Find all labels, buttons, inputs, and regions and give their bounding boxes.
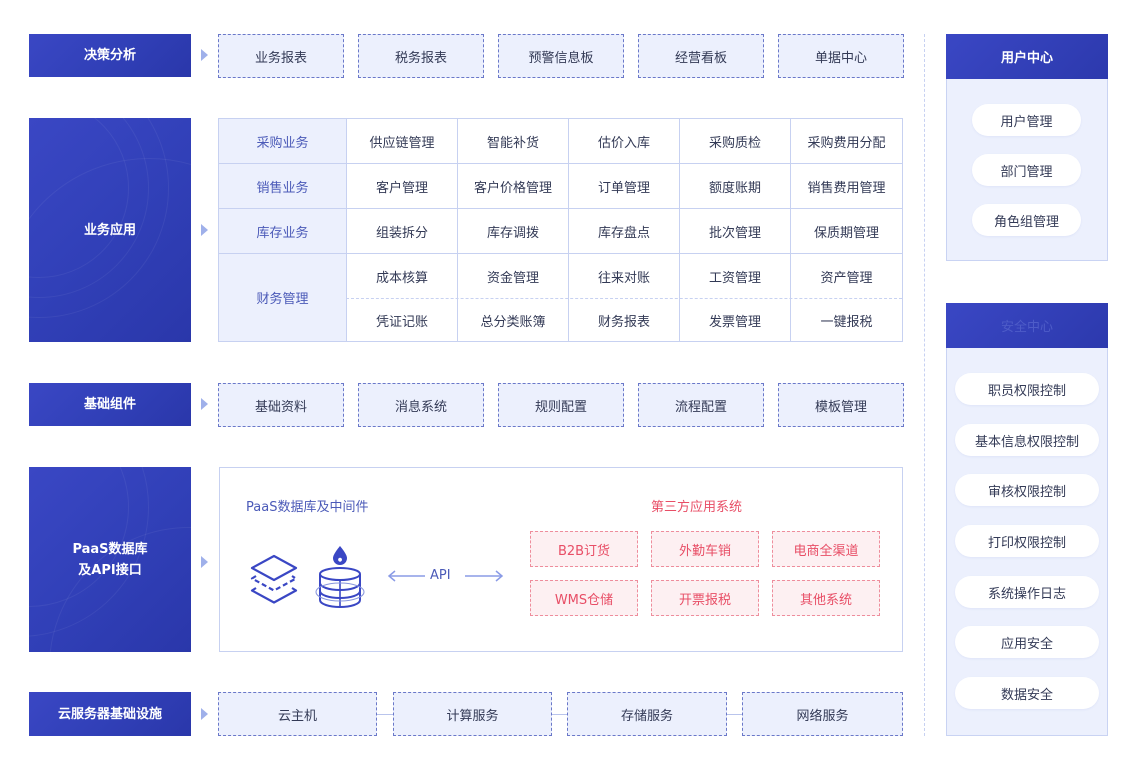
grid-cell[interactable]: 采购质检 [708, 135, 761, 151]
security-center-panel [946, 303, 1108, 736]
decision-analysis-title: 决策分析 [83, 48, 136, 63]
grid-cell[interactable]: 智能补货 [486, 135, 539, 151]
security-audit-permission[interactable]: 审核权限控制 [955, 474, 1099, 506]
group-label-sales[interactable]: 销售业务 [219, 164, 346, 208]
group-label-inventory[interactable]: 库存业务 [219, 209, 346, 253]
paas-title-line1: PaaS数据库 [72, 541, 148, 557]
security-staff-permission[interactable]: 职员权限控制 [955, 373, 1099, 405]
base-components-block: 基础组件 [29, 383, 191, 426]
paas-block: PaaS数据库 及API接口 [29, 467, 191, 652]
base-item-template-manage[interactable]: 模板管理 [778, 383, 904, 427]
cloud-item-storage[interactable]: 存储服务 [567, 692, 727, 736]
arrow-right-icon [201, 556, 208, 568]
paas-db-title: PaaS数据库及中间件 [246, 500, 369, 515]
cloud-item-network[interactable]: 网络服务 [742, 692, 903, 736]
business-app-grid: 采购业务 销售业务 库存业务 财务管理 供应链管理 智能补货 估价入库 采购质检… [218, 118, 903, 342]
grid-cell[interactable]: 资金管理 [486, 270, 539, 286]
user-center-dept-manage[interactable]: 部门管理 [972, 154, 1081, 186]
third-party-invoice-tax[interactable]: 开票报税 [651, 580, 759, 616]
security-basic-info-permission[interactable]: 基本信息权限控制 [955, 424, 1099, 456]
group-label-purchase[interactable]: 采购业务 [219, 119, 346, 163]
grid-cell[interactable]: 采购费用分配 [807, 135, 886, 151]
base-item-message-system[interactable]: 消息系统 [358, 383, 484, 427]
third-party-wms[interactable]: WMS仓储 [530, 580, 638, 616]
group-label-finance[interactable]: 财务管理 [219, 254, 346, 341]
grid-cell[interactable]: 工资管理 [708, 270, 761, 286]
paas-panel: PaaS数据库及中间件 第三方应用系统 ● API B2B订货 外勤车销 电商全… [219, 467, 903, 652]
grid-cell[interactable]: 订单管理 [597, 180, 650, 196]
grid-cell[interactable]: 财务报表 [597, 314, 650, 330]
grid-cell[interactable]: 额度账期 [708, 180, 761, 196]
grid-cell[interactable]: 估价入库 [597, 135, 650, 151]
grid-cell[interactable]: 供应链管理 [369, 135, 435, 151]
column-separator [924, 34, 925, 736]
cloud-item-compute[interactable]: 计算服务 [393, 692, 552, 736]
grid-cell[interactable]: 客户价格管理 [473, 180, 552, 196]
third-party-title: 第三方应用系统 [651, 500, 743, 515]
security-data-security[interactable]: 数据安全 [955, 677, 1099, 709]
database-icon: ● [315, 546, 365, 609]
security-center-header: 安全中心 [946, 303, 1108, 348]
arrow-right-icon [201, 708, 208, 720]
arrow-right-icon [201, 224, 208, 236]
grid-cell[interactable]: 销售费用管理 [807, 180, 886, 196]
decision-item-tax-report[interactable]: 税务报表 [358, 34, 484, 78]
grid-cell[interactable]: 总分类账簿 [480, 314, 546, 330]
arrow-left-icon [387, 570, 425, 582]
grid-cell[interactable]: 成本核算 [375, 270, 428, 286]
decision-item-document-center[interactable]: 单据中心 [778, 34, 904, 78]
grid-cell[interactable]: 一键报税 [820, 314, 873, 330]
decision-analysis-block: 决策分析 [29, 34, 191, 77]
third-party-other[interactable]: 其他系统 [772, 580, 880, 616]
grid-cell[interactable]: 往来对账 [597, 270, 650, 286]
cloud-infra-block: 云服务器基础设施 [29, 692, 191, 736]
paas-title-line2: 及API接口 [78, 562, 142, 578]
layers-icon [250, 554, 298, 604]
third-party-b2b[interactable]: B2B订货 [530, 531, 638, 567]
base-item-basic-data[interactable]: 基础资料 [218, 383, 344, 427]
decision-item-alert-board[interactable]: 预警信息板 [498, 34, 624, 78]
grid-cell[interactable]: 批次管理 [708, 225, 761, 241]
security-center-title: 安全中心 [1000, 320, 1053, 335]
grid-cell[interactable]: 组装拆分 [375, 225, 428, 241]
grid-cell[interactable]: 凭证记账 [375, 314, 428, 330]
cloud-item-host[interactable]: 云主机 [218, 692, 377, 736]
security-app-security[interactable]: 应用安全 [955, 626, 1099, 658]
grid-cell[interactable]: 资产管理 [820, 270, 873, 286]
security-print-permission[interactable]: 打印权限控制 [955, 525, 1099, 557]
base-item-flow-config[interactable]: 流程配置 [638, 383, 764, 427]
security-operation-log[interactable]: 系统操作日志 [955, 576, 1099, 608]
grid-cell[interactable]: 发票管理 [708, 314, 761, 330]
user-center-user-manage[interactable]: 用户管理 [972, 104, 1081, 136]
cloud-infra-title: 云服务器基础设施 [57, 706, 162, 722]
user-center-role-manage[interactable]: 角色组管理 [972, 204, 1081, 236]
api-label: API [430, 568, 451, 583]
base-components-title: 基础组件 [83, 397, 136, 412]
third-party-ecommerce[interactable]: 电商全渠道 [772, 531, 880, 567]
decision-item-operation-dashboard[interactable]: 经营看板 [638, 34, 764, 78]
decision-item-business-report[interactable]: 业务报表 [218, 34, 344, 78]
user-center-header: 用户中心 [946, 34, 1108, 79]
arrow-right-icon [201, 49, 208, 61]
user-center-title: 用户中心 [1000, 51, 1053, 66]
business-app-title: 业务应用 [83, 222, 136, 238]
grid-cell[interactable]: 保质期管理 [813, 225, 879, 241]
grid-cell[interactable]: 库存盘点 [597, 225, 650, 241]
arrow-right-icon [465, 570, 504, 582]
business-app-block: 业务应用 [29, 118, 191, 342]
arrow-right-icon [201, 398, 208, 410]
third-party-field-sales[interactable]: 外勤车销 [651, 531, 759, 567]
base-item-rule-config[interactable]: 规则配置 [498, 383, 624, 427]
svg-text:●: ● [338, 557, 343, 563]
grid-cell[interactable]: 库存调拨 [486, 225, 539, 241]
grid-cell[interactable]: 客户管理 [375, 180, 428, 196]
